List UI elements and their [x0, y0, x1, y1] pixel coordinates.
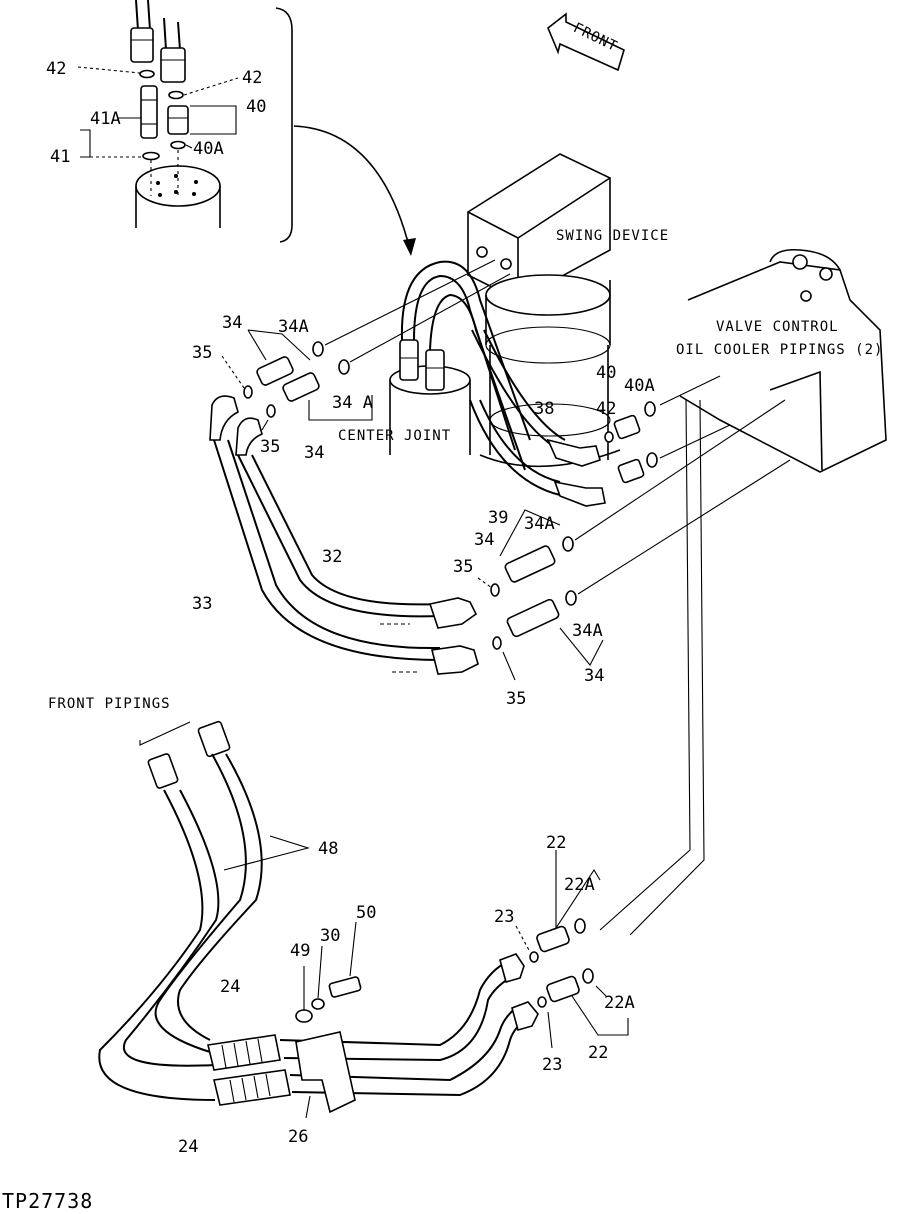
callout-32: 32 — [322, 547, 342, 567]
inset-detail: 42 42 41A 40 41 40A — [46, 0, 293, 243]
callout-22-upper: 22 — [546, 833, 566, 853]
callout-49: 49 — [290, 941, 310, 961]
callout-23-upper: 23 — [494, 907, 514, 927]
valve-control: VALVE CONTROL OIL COOLER PIPINGS (2) — [676, 248, 887, 473]
callout-40-inset: 40 — [246, 97, 266, 117]
oil-cooler-pipings-label: OIL COOLER PIPINGS (2) — [676, 342, 883, 358]
center-joint-label: CENTER JOINT — [338, 428, 451, 444]
callout-40-main: 40 — [596, 363, 616, 383]
center-joint: CENTER JOINT — [338, 260, 531, 471]
callout-24-lower: 24 — [178, 1137, 198, 1157]
callout-35-mid: 35 — [453, 557, 473, 577]
callout-48: 48 — [318, 839, 338, 859]
callout-34-mid-lower: 34 — [584, 666, 604, 686]
callout-22-lower: 22 — [588, 1043, 608, 1063]
front-direction-arrow: FRONT — [547, 12, 625, 72]
callout-34-upper-lower: 34 — [304, 443, 324, 463]
callout-35-upper-right: 35 — [260, 437, 280, 457]
detail-arrow — [293, 125, 411, 251]
figure-reference: TP27738 — [2, 1189, 93, 1213]
lower-hoses-24 — [207, 921, 539, 1119]
callout-23-lower: 23 — [542, 1055, 562, 1075]
lower-fittings-22-23 — [515, 850, 629, 1049]
hoses-38-39 — [469, 329, 731, 936]
upper-fittings-34-35 — [209, 259, 511, 456]
callout-38: 38 — [534, 399, 554, 419]
callout-22a-lower: 22A — [604, 993, 635, 1013]
hoses-32-33 — [213, 439, 479, 675]
callouts: 34 34A 35 34 A 35 34 40 40A 38 42 39 34 … — [2, 313, 655, 1213]
callout-34a-mid-lower: 34A — [572, 621, 603, 641]
callout-50: 50 — [356, 903, 376, 923]
callout-34a-mid-upper: 34A — [524, 514, 555, 534]
callout-35-upper: 35 — [192, 343, 212, 363]
valve-control-label: VALVE CONTROL — [716, 319, 839, 335]
callout-35-mid-lower: 35 — [506, 689, 526, 709]
callout-34a-upper: 34A — [278, 317, 309, 337]
front-pipings-label: FRONT PIPINGS — [48, 696, 171, 712]
callout-26: 26 — [288, 1127, 308, 1147]
callout-24-upper: 24 — [220, 977, 240, 997]
callout-40a-main: 40A — [624, 376, 655, 396]
callout-40a-inset: 40A — [193, 139, 224, 159]
callout-33: 33 — [192, 594, 212, 614]
callout-41a: 41A — [90, 109, 121, 129]
callout-39: 39 — [488, 508, 508, 528]
swing-device-label: SWING DEVICE — [556, 228, 669, 244]
callout-42-main: 42 — [596, 399, 616, 419]
swing-device: SWING DEVICE — [467, 153, 669, 468]
callout-34-upper: 34 — [222, 313, 242, 333]
callout-34a-mid: 34 A — [332, 393, 373, 413]
callout-41: 41 — [50, 147, 70, 167]
front-pipings-48 — [98, 720, 310, 1101]
callout-30: 30 — [320, 926, 340, 946]
callout-42-inset: 42 — [46, 59, 66, 79]
callout-22a-upper: 22A — [564, 875, 595, 895]
callout-34-mid: 34 — [474, 530, 494, 550]
middle-fittings-34-35 — [477, 399, 791, 681]
callout-42-inset-right: 42 — [242, 68, 262, 88]
